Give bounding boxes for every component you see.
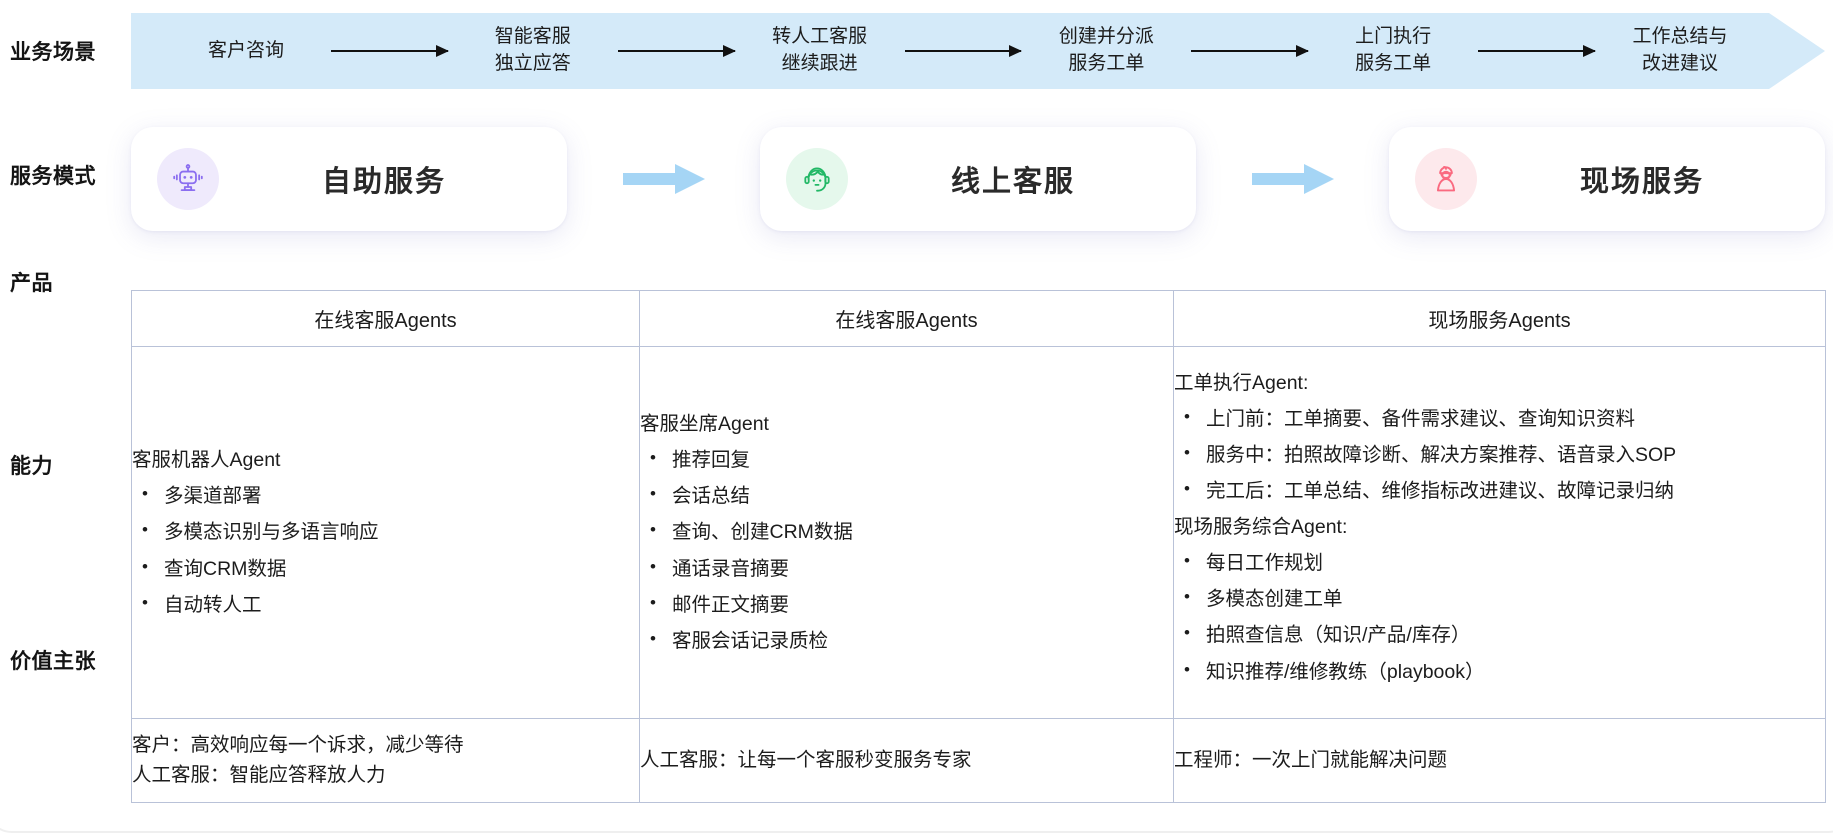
service-mode-title: 线上客服 [950, 166, 1075, 198]
list-item: 知识推荐/维修教练（playbook） [1178, 654, 1825, 690]
scenario-step-line1: 创建并分派 [1058, 26, 1154, 48]
scenario-step-line2: 改进建议 [1641, 53, 1718, 74]
list-item: 客服会话记录质检 [644, 623, 1173, 659]
scenario-step: 客户咨询 [171, 38, 321, 65]
ability-group-heading: 客服坐席Agent [640, 413, 769, 436]
list-item: 完工后：工单总结、维修指标改进建议、故障记录归纳 [1178, 473, 1825, 509]
ability-cell: 客服机器人Agent 多渠道部署多模态识别与多语言响应查询CRM数据自动转人工 [131, 346, 640, 719]
scenario-step-line2: 独立应答 [494, 53, 571, 74]
scenario-step-line1: 智能客服 [494, 26, 571, 48]
scenario-step-line1: 上门执行 [1355, 26, 1432, 48]
list-item: 每日工作规划 [1178, 545, 1825, 581]
service-mode-card[interactable]: 线上客服 [760, 127, 1196, 231]
table-row-ability: 客服机器人Agent 多渠道部署多模态识别与多语言响应查询CRM数据自动转人工 客… [131, 346, 1826, 719]
value-proposition-line: 客户：高效响应每一个诉求，减少等待 [132, 733, 464, 756]
scenario-step: 转人工客服继续跟进 [745, 24, 895, 78]
scenario-step-line1: 工作总结与 [1632, 26, 1728, 48]
list-item: 多渠道部署 [136, 478, 639, 514]
scenario-step: 智能客服独立应答 [458, 24, 608, 78]
list-item: 通话录音摘要 [644, 551, 1173, 587]
product-cell: 现场服务Agents [1173, 290, 1826, 347]
flow-arrow-icon [331, 50, 448, 52]
service-mode-title: 自助服务 [321, 166, 446, 198]
ability-list: 推荐回复会话总结查询、创建CRM数据通话录音摘要邮件正文摘要客服会话记录质检 [640, 442, 1173, 658]
scenario-step-line1: 转人工客服 [772, 26, 868, 48]
row-label-scenario: 业务场景 [10, 41, 96, 64]
flow-arrow-icon [618, 50, 735, 52]
ability-list: 每日工作规划多模态创建工单拍照查信息（知识/产品/库存）知识推荐/维修教练（pl… [1174, 545, 1825, 689]
scenario-step: 上门执行服务工单 [1318, 24, 1468, 78]
list-item: 服务中：拍照故障诊断、解决方案推荐、语音录入SOP [1178, 437, 1825, 473]
mode-transition-arrow-icon [1196, 159, 1389, 199]
row-label-service-mode: 服务模式 [10, 165, 96, 188]
value-proposition-line: 人工客服：让每一个客服秒变服务专家 [640, 748, 972, 771]
field-engineer-icon [1415, 148, 1477, 210]
list-item: 多模态创建工单 [1178, 581, 1825, 617]
row-label-ability: 能力 [10, 455, 53, 478]
value-cell: 工程师：一次上门就能解决问题 [1173, 718, 1826, 803]
ability-cell: 客服坐席Agent 推荐回复会话总结查询、创建CRM数据通话录音摘要邮件正文摘要客… [639, 346, 1174, 719]
value-cell: 人工客服：让每一个客服秒变服务专家 [639, 718, 1174, 803]
value-proposition-line: 人工客服：智能应答释放人力 [132, 763, 386, 786]
scenario-step-line2: 服务工单 [1355, 53, 1432, 74]
row-label-value-proposition: 价值主张 [10, 650, 96, 673]
scenario-step: 创建并分派服务工单 [1031, 24, 1181, 78]
list-item: 邮件正文摘要 [644, 587, 1173, 623]
flow-arrow-icon [905, 50, 1022, 52]
list-item: 拍照查信息（知识/产品/库存） [1178, 617, 1825, 653]
list-item: 多模态识别与多语言响应 [136, 514, 639, 550]
service-mode-title: 现场服务 [1579, 166, 1704, 198]
value-cell: 客户：高效响应每一个诉求，减少等待人工客服：智能应答释放人力 [131, 718, 640, 803]
ability-group-heading: 工单执行Agent: [1174, 372, 1309, 394]
service-mode-row: 自助服务 线上客服 现场服务 [131, 120, 1825, 238]
row-label-product: 产品 [10, 272, 53, 295]
ability-cell: 工单执行Agent: 上门前：工单摘要、备件需求建议、查询知识资料服务中：拍照故障… [1173, 346, 1826, 719]
list-item: 推荐回复 [644, 442, 1173, 478]
capability-matrix-table: 在线客服Agents 在线客服Agents 现场服务Agents 客服机器人Ag… [131, 290, 1826, 803]
service-mode-card[interactable]: 自助服务 [131, 127, 567, 231]
flow-arrow-icon [1191, 50, 1308, 52]
scenario-step: 工作总结与改进建议 [1605, 24, 1755, 78]
ability-list: 多渠道部署多模态识别与多语言响应查询CRM数据自动转人工 [132, 478, 639, 622]
headset-agent-icon [786, 148, 848, 210]
service-mode-card[interactable]: 现场服务 [1389, 127, 1825, 231]
list-item: 查询CRM数据 [136, 551, 639, 587]
flow-arrow-icon [1478, 50, 1595, 52]
list-item: 上门前：工单摘要、备件需求建议、查询知识资料 [1178, 401, 1825, 437]
table-row-product: 在线客服Agents 在线客服Agents 现场服务Agents [131, 290, 1826, 347]
list-item: 查询、创建CRM数据 [644, 514, 1173, 550]
scenario-step-line2: 服务工单 [1068, 53, 1145, 74]
ability-group-heading: 客服机器人Agent [132, 449, 281, 472]
list-item: 会话总结 [644, 478, 1173, 514]
mode-transition-arrow-icon [567, 159, 760, 199]
ability-list: 上门前：工单摘要、备件需求建议、查询知识资料服务中：拍照故障诊断、解决方案推荐、… [1174, 401, 1825, 509]
robot-icon [157, 148, 219, 210]
table-row-value: 客户：高效响应每一个诉求，减少等待人工客服：智能应答释放人力 人工客服：让每一个… [131, 718, 1826, 803]
value-proposition-line: 工程师：一次上门就能解决问题 [1174, 748, 1448, 771]
list-item: 自动转人工 [136, 587, 639, 623]
ability-group-heading: 现场服务综合Agent: [1174, 516, 1348, 539]
scenario-step-line2: 继续跟进 [781, 53, 858, 74]
business-scenario-banner: 客户咨询智能客服独立应答转人工客服继续跟进创建并分派服务工单上门执行服务工单工作… [131, 13, 1825, 89]
scenario-step-line1: 客户咨询 [207, 39, 284, 61]
product-cell: 在线客服Agents [131, 290, 640, 347]
product-cell: 在线客服Agents [639, 290, 1174, 347]
